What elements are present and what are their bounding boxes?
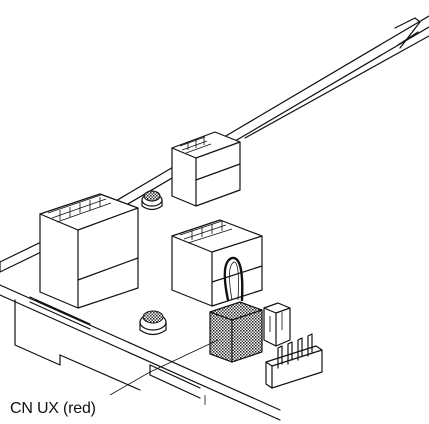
connector-middle	[171, 219, 263, 307]
connector-small-2pin	[263, 302, 291, 347]
callout-leader	[109, 339, 219, 396]
callout-label-cn-ux: CN UX (red)	[10, 400, 96, 417]
jumper-connector-cn-ux	[209, 256, 263, 363]
connector-large-left	[39, 193, 139, 309]
pin-header-right	[265, 333, 323, 389]
screw-upper	[141, 190, 163, 211]
connector-top	[171, 131, 241, 207]
screw-lower	[139, 310, 167, 336]
mounting-rail	[69, 15, 429, 239]
board-outline	[0, 227, 281, 421]
